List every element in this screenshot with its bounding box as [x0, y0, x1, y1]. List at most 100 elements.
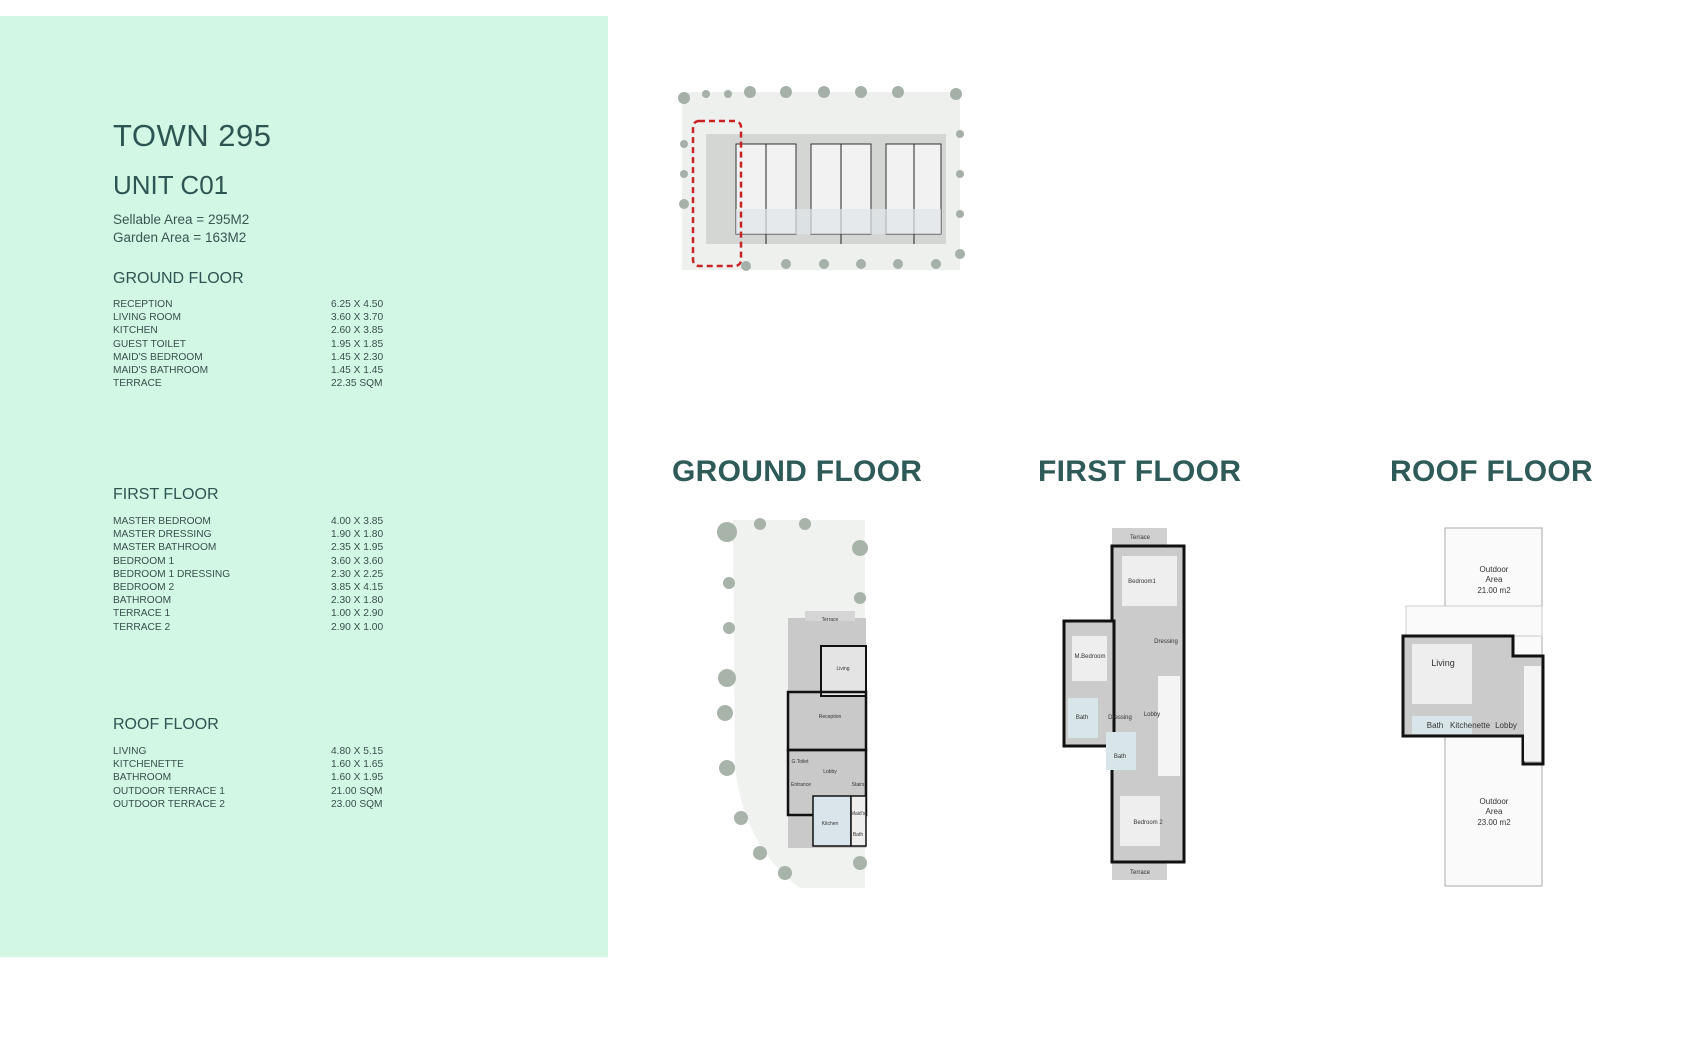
room-label: Area [1486, 575, 1503, 584]
room-dimension: 2.30 X 2.25 [331, 568, 384, 580]
room-name: LIVING [113, 746, 147, 757]
room-label: Bath [1114, 754, 1126, 760]
room-dimension: 3.60 X 3.70 [331, 312, 384, 324]
room-label: Bedroom 2 [1133, 820, 1163, 826]
sellable-area: Sellable Area = 295M2 [113, 212, 249, 227]
room-label: Terrace [822, 617, 839, 623]
room-name: BEDROOM 2 [113, 581, 175, 593]
room-dimension: 4.80 X 5.15 [331, 746, 384, 757]
room-name: BATHROOM [113, 595, 172, 607]
unit-info-panel [0, 16, 608, 957]
room-name: MAID'S BEDROOM [113, 351, 203, 363]
room-label: Outdoor [1480, 797, 1509, 806]
room-label: G.Toilet [792, 759, 810, 765]
room-dimension: 4.00 X 3.85 [331, 516, 384, 527]
room-dimension: 6.25 X 4.50 [331, 299, 384, 310]
room-label: Stairs [852, 782, 865, 788]
room-dimension-row: TERRACE 22.35 SQM [113, 377, 413, 390]
room-name: MASTER DRESSING [113, 529, 212, 541]
roof-floor-heading: ROOF FLOOR [113, 716, 219, 733]
room-dimension-row: MASTER BEDROOM 4.00 X 3.85 [113, 515, 413, 528]
room-label: Entrance [791, 782, 811, 788]
room-name: KITCHENETTE [113, 759, 184, 771]
room-dimension-row: KITCHEN 2.60 x 3.85 [113, 324, 413, 337]
room-dimension: 1.60 X 1.65 [331, 759, 384, 771]
room-dimension: 1.45 X 1.45 [331, 364, 384, 376]
room-dimension: 1.95 X 1.85 [331, 338, 384, 350]
unit-title: UNIT C01 [113, 170, 229, 200]
site-plan [678, 86, 965, 271]
room-label: Living [1431, 658, 1455, 668]
room-dimension-row: RECEPTION 6.25 X 4.50 [113, 298, 413, 311]
room-label: Dressing [1108, 715, 1132, 721]
room-name: MASTER BEDROOM [113, 516, 211, 527]
roof-floor-plan-heading: ROOF FLOOR [1390, 455, 1593, 488]
room-name: MASTER BATHROOM [113, 542, 217, 554]
room-label: Kitchenette [1450, 721, 1491, 730]
room-dimension: 22.35 SQM [331, 378, 383, 390]
roof-floor-plan: Outdoor Area 21.00 m2 Living Bath Kitche… [1401, 527, 1545, 887]
room-label: Reception [819, 714, 842, 720]
room-dimension: 23.00 SQM [331, 798, 383, 810]
room-dimension: 3.60 X 3.60 [331, 555, 384, 567]
selected-unit-highlight [691, 119, 743, 268]
room-dimension: 1.45 X 2.30 [331, 351, 384, 363]
room-dimension-row: KITCHENETTE 1.60 X 1.65 [113, 758, 413, 771]
sellable-label: Sellable Area = [113, 212, 205, 227]
room-dimension: 21.00 SQM [331, 785, 383, 797]
room-name: BATHROOM [113, 772, 172, 784]
first-floor-heading: FIRST FLOOR [113, 486, 219, 503]
room-label: Lobby [1144, 712, 1160, 718]
room-label: Terrace [1130, 870, 1151, 876]
townhouse-row [706, 134, 946, 244]
room-label: Kitchen [822, 821, 839, 827]
first-floor-plan: Terrace Bedroom1 Dressing M.Bedroom Bath… [1062, 528, 1186, 880]
room-name: TERRACE 2 [113, 621, 171, 633]
room-dimension: 1.90 X 1.80 [331, 529, 384, 541]
room-dimension: 2.60 x 3.85 [331, 325, 384, 337]
ground-floor-plan: Terrace Living Reception G.Toilet Lobby … [717, 518, 868, 888]
room-label: Maid's [851, 811, 866, 817]
room-name: BEDROOM 1 [113, 555, 175, 567]
room-label: Terrace [1130, 535, 1151, 541]
room-label: Lobby [1495, 721, 1517, 730]
garden-value: 163M2 [204, 230, 247, 245]
room-dimension-row: MASTER BATHROOM 2.35 X 1.95 [113, 541, 413, 554]
room-name: GUEST TOILET [113, 338, 187, 350]
tree-icons [717, 518, 868, 880]
ground-floor-heading: GROUND FLOOR [113, 270, 244, 287]
room-name: BEDROOM 1 DRESSING [113, 568, 231, 580]
room-name: RECEPTION [113, 299, 173, 310]
room-label: M.Bedroom [1074, 654, 1105, 660]
room-name: OUTDOOR TERRACE 1 [113, 785, 225, 797]
room-label: Area [1486, 807, 1503, 816]
room-name: TERRACE [113, 378, 162, 390]
room-dimension-row: BEDROOM 1 3.60 X 3.60 [113, 555, 413, 568]
room-label: Lobby [823, 769, 837, 775]
room-dimension: 1.00 X 2.90 [331, 608, 384, 620]
room-label: Bedroom1 [1128, 579, 1156, 585]
room-label: 21.00 m2 [1477, 586, 1511, 595]
first-floor-plan-heading: FIRST FLOOR [1038, 455, 1242, 488]
room-name: LIVING ROOM [113, 312, 181, 324]
room-label: Bath [853, 832, 864, 838]
room-dimension-row: TERRACE 1 1.00 X 2.90 [113, 607, 413, 620]
room-label: 23.00 m2 [1477, 818, 1511, 827]
room-label: Outdoor [1480, 565, 1509, 574]
room-label: Bath [1076, 715, 1088, 721]
room-name: TERRACE 1 [113, 608, 171, 620]
room-name: KITCHEN [113, 325, 158, 337]
room-dimension: 2.35 X 1.95 [331, 542, 384, 554]
garden-area: Garden Area = 163M2 [113, 230, 246, 245]
tree-icons [678, 86, 965, 271]
room-dimension: 2.30 X 1.80 [331, 595, 384, 607]
room-dimension-row: MAID'S BEDROOM 1.45 X 2.30 [113, 351, 413, 364]
